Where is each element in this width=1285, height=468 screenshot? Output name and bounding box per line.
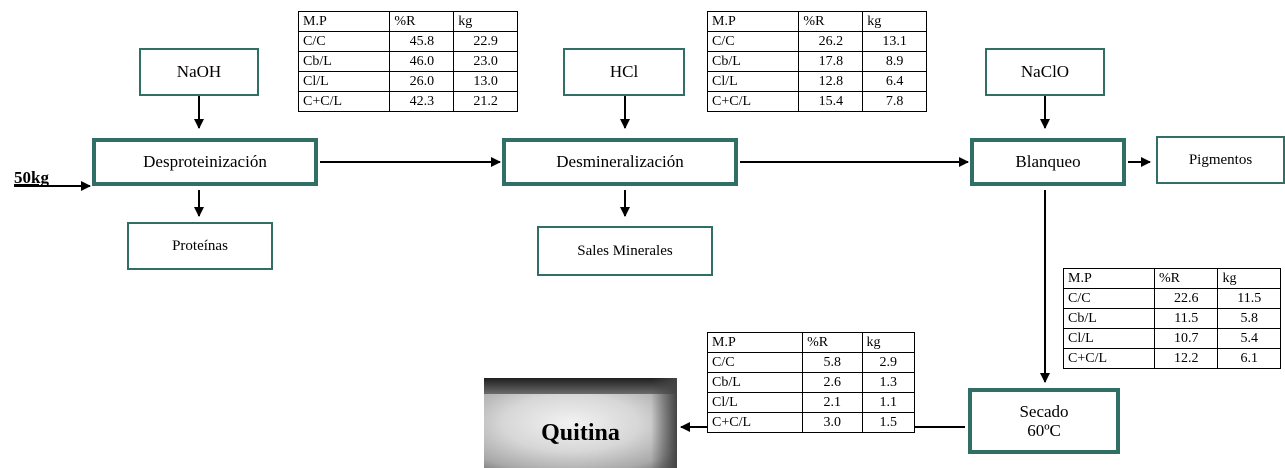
desmineralizacion-box: Desmineralización bbox=[502, 138, 738, 186]
header-r: %R bbox=[1153, 268, 1219, 289]
secado-box: Secado 60ºC bbox=[968, 388, 1120, 454]
sales-minerales-label: Sales Minerales bbox=[577, 242, 673, 259]
feed-label: 50kg bbox=[14, 168, 49, 187]
sales-minerales-box: Sales Minerales bbox=[537, 226, 713, 276]
pigmentos-box: Pigmentos bbox=[1156, 136, 1285, 184]
blanqueo-box: Blanqueo bbox=[970, 138, 1126, 186]
naclo-box: NaClO bbox=[985, 48, 1105, 96]
header-mp: M.P bbox=[1063, 268, 1155, 289]
header-mp: M.P bbox=[706, 11, 800, 32]
header-kg: kg bbox=[453, 11, 518, 32]
quitina-photo: Quitina bbox=[484, 378, 677, 468]
hcl-label: HCl bbox=[609, 62, 639, 81]
table-header-row: M.P %R kg bbox=[297, 11, 518, 32]
proteinas-box: Proteínas bbox=[127, 222, 273, 270]
header-r: %R bbox=[798, 11, 864, 32]
table-header-row: M.P %R kg bbox=[706, 332, 915, 353]
pigmentos-label: Pigmentos bbox=[1188, 151, 1253, 168]
naoh-label: NaOH bbox=[176, 62, 222, 81]
header-kg: kg bbox=[1217, 268, 1281, 289]
header-mp: M.P bbox=[706, 332, 804, 353]
header-r: %R bbox=[802, 332, 863, 353]
naoh-box: NaOH bbox=[139, 48, 259, 96]
header-mp: M.P bbox=[297, 11, 391, 32]
table-header-row: M.P %R kg bbox=[706, 11, 927, 32]
secado-temp-label: 60ºC bbox=[1027, 421, 1061, 440]
quitina-label: Quitina bbox=[541, 420, 620, 446]
desproteinizacion-label: Desproteinización bbox=[143, 152, 267, 171]
table-header-row: M.P %R kg bbox=[1063, 268, 1281, 289]
proteinas-label: Proteínas bbox=[172, 237, 228, 254]
naclo-label: NaClO bbox=[1020, 62, 1070, 81]
desmineralizacion-label: Desmineralización bbox=[556, 152, 684, 171]
header-kg: kg bbox=[861, 332, 915, 353]
header-r: %R bbox=[389, 11, 455, 32]
header-kg: kg bbox=[862, 11, 927, 32]
hcl-box: HCl bbox=[563, 48, 685, 96]
desproteinizacion-box: Desproteinización bbox=[92, 138, 318, 186]
blanqueo-label: Blanqueo bbox=[1015, 152, 1081, 171]
secado-label: Secado bbox=[1019, 402, 1069, 421]
